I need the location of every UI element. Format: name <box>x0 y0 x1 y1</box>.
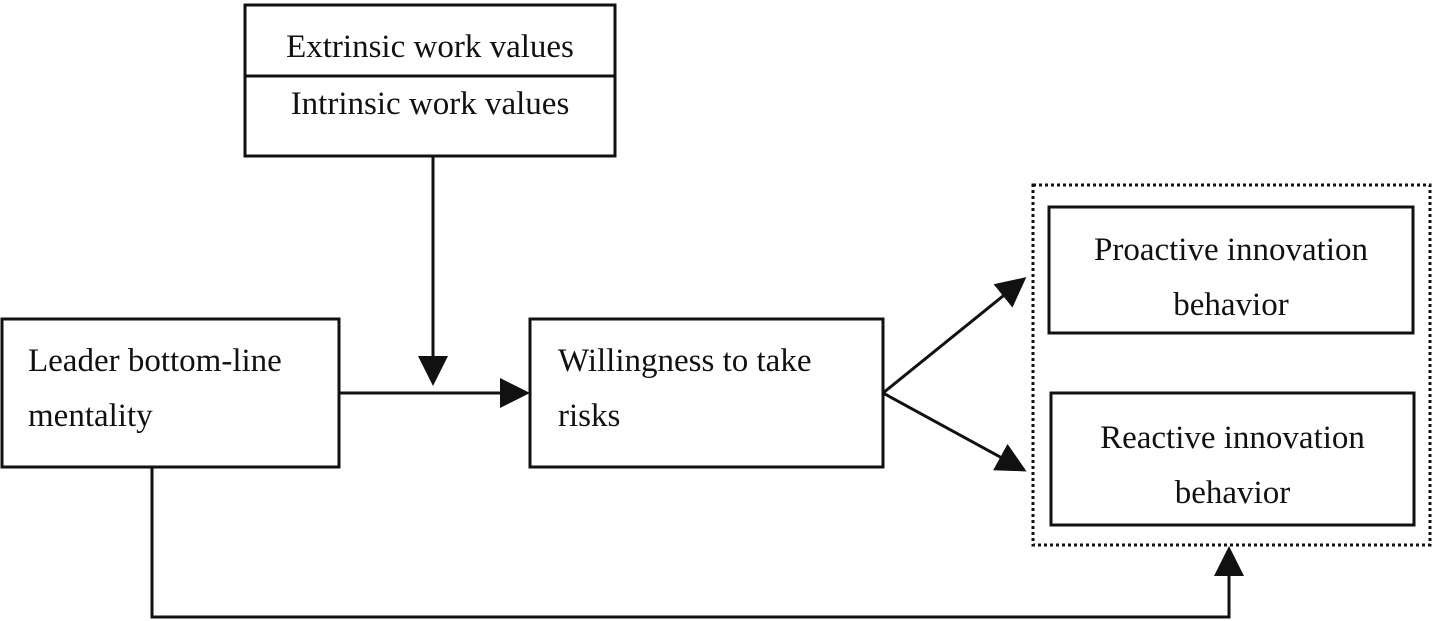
mediator-label-line1: Willingness to take <box>558 343 812 379</box>
reactive-label-line1: Reactive innovation <box>1100 420 1365 456</box>
reactive-label-line2: behavior <box>1174 475 1291 511</box>
reactive-box <box>1049 391 1416 527</box>
moderator-box <box>243 3 617 158</box>
proactive-label-line2: behavior <box>1173 287 1289 323</box>
proactive-box <box>1047 205 1415 335</box>
extrinsic-values-label: Extrinsic work values <box>286 29 574 65</box>
independent-label-line2: mentality <box>28 398 153 434</box>
outcome-group-box <box>1031 183 1432 547</box>
mediator-to-proactive-arrow <box>882 277 1027 395</box>
mediator-to-reactive-arrow <box>882 391 1027 472</box>
mediator-label-line2: risks <box>558 398 621 434</box>
proactive-label-line1: Proactive innovation <box>1093 232 1369 268</box>
independent-label-line1: Leader bottom-line <box>28 343 282 379</box>
intrinsic-values-label: Intrinsic work values <box>290 86 570 122</box>
direct-effect-arrow <box>150 467 1244 619</box>
